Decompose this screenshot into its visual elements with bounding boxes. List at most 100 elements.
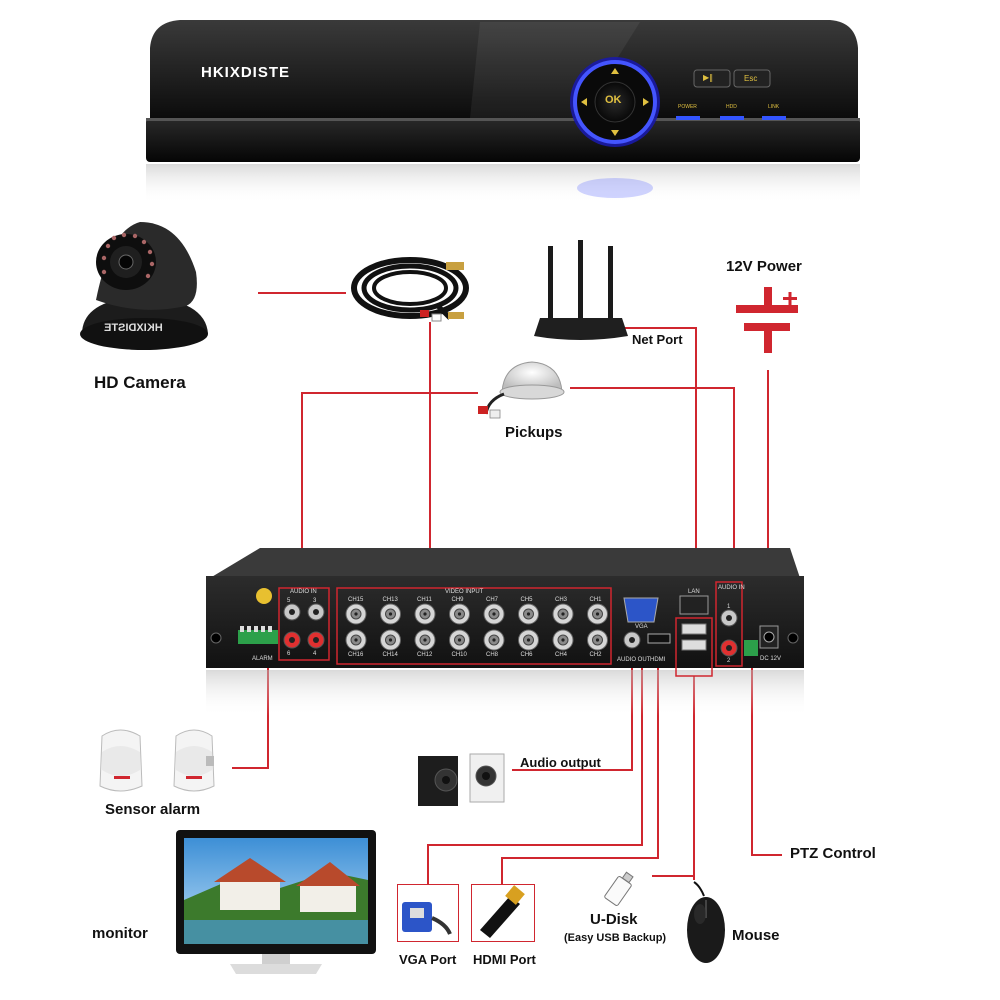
vga-cable-icon (402, 902, 452, 935)
channel-label: CH11 (417, 597, 432, 603)
power-symbol-icon (736, 287, 798, 353)
channel-label: CH16 (348, 652, 364, 658)
audio-right-num: 1 (727, 604, 731, 610)
rear-hdmi-connector (647, 633, 671, 644)
link-led-label: LINK (768, 104, 780, 110)
rear-dc-label: DC 12V (760, 656, 782, 662)
bnc-connector (518, 629, 539, 651)
channel-label: CH15 (348, 597, 364, 603)
audio-left-num: 4 (313, 651, 317, 657)
bnc-connector (483, 629, 505, 651)
bnc-connector (414, 629, 436, 651)
label-net-port: Net Port (632, 332, 683, 347)
bnc-connector (449, 629, 470, 651)
hdd-led-label: HDD (726, 104, 737, 110)
bnc-connector (552, 603, 574, 625)
bnc-connector (587, 629, 608, 651)
label-u-disk-sub: (Easy USB Backup) (564, 932, 667, 944)
hd-camera-icon (80, 222, 208, 350)
label-monitor: monitor (92, 925, 148, 942)
esc-button[interactable] (733, 69, 771, 88)
rear-vga-label: VGA (635, 624, 648, 630)
label-12v-power: 12V Power (726, 258, 802, 275)
play-pause-label: ▶‖ (703, 73, 714, 82)
label-audio-output: Audio output (520, 755, 601, 770)
video-input-group (336, 587, 612, 665)
mouse-icon (687, 881, 725, 963)
pickup-microphone-icon (478, 361, 565, 419)
rear-hdmi-label: HDMI (650, 657, 666, 663)
channel-label: CH5 (520, 597, 533, 603)
label-sensor-alarm: Sensor alarm (105, 801, 201, 818)
bnc-connector (518, 603, 539, 625)
ok-ring-reflection (577, 178, 653, 198)
label-hdmi-port: HDMI Port (473, 952, 536, 967)
speaker-icon (418, 753, 505, 806)
rear-video-input-label: VIDEO INPUT (445, 589, 484, 595)
label-u-disk: U-Disk (590, 911, 638, 928)
rear-dvr-unit (206, 548, 804, 716)
bnc-connector (587, 603, 608, 625)
channel-label: CH12 (417, 652, 433, 658)
camera-brand-logo: HKIXDISTE (104, 322, 163, 334)
hdd-led (720, 116, 744, 120)
router-icon (534, 240, 628, 340)
channel-label: CH7 (486, 597, 499, 603)
play-pause-button[interactable] (693, 69, 731, 88)
rear-audio-in-left-label: AUDIO IN (290, 589, 317, 595)
channel-label: CH13 (382, 597, 398, 603)
bnc-connector (345, 603, 367, 625)
rear-audio-out-connector (623, 631, 641, 649)
bnc-connector (380, 603, 401, 625)
rear-lan-label: LAN (688, 589, 700, 595)
hdmi-cable-icon (480, 885, 525, 938)
channel-label: CH9 (451, 597, 464, 603)
sensor-alarm-icon (99, 729, 215, 792)
channel-label: CH2 (589, 652, 602, 658)
power-led (676, 116, 700, 120)
rear-alarm-label: ALARM (252, 656, 273, 662)
link-led (762, 116, 786, 120)
label-pickups: Pickups (505, 424, 563, 441)
audio-left-num: 3 (313, 598, 317, 604)
channel-label: CH1 (589, 597, 602, 603)
ok-navigation-ring[interactable] (570, 57, 660, 147)
alarm-terminal (238, 588, 278, 644)
channel-label: CH6 (520, 652, 533, 658)
connection-lines (232, 292, 782, 884)
channel-label: CH8 (486, 652, 499, 658)
dc-power-jack (759, 625, 779, 649)
channel-label: CH4 (555, 652, 568, 658)
power-led-label: POWER (678, 104, 697, 110)
monitor-icon (176, 830, 376, 974)
channel-label: CH3 (555, 597, 568, 603)
esc-label: Esc (744, 74, 758, 83)
audio-left-num: 5 (287, 598, 291, 604)
audio-right-num: 2 (727, 658, 731, 664)
audio-in-right-group (715, 581, 743, 667)
ptz-terminal (744, 640, 758, 656)
vga-port-frame (397, 884, 459, 942)
rear-audio-out-label: AUDIO OUT (617, 657, 651, 663)
bnc-connector (552, 629, 574, 651)
label-vga-port: VGA Port (399, 952, 457, 967)
channel-label: CH10 (451, 652, 467, 658)
rear-audio-in-right-label: AUDIO IN (718, 585, 745, 591)
ok-label: OK (605, 94, 622, 106)
bnc-connector (380, 629, 401, 651)
bnc-connectors (345, 603, 608, 651)
bnc-connector (449, 603, 470, 625)
front-brand-logo: HKIXDISTE (201, 64, 291, 81)
front-dvr-unit (146, 20, 860, 204)
label-mouse: Mouse (732, 927, 780, 944)
audio-in-left-group (278, 587, 330, 661)
rear-vga-connector (623, 597, 659, 623)
label-hd-camera: HD Camera (94, 373, 186, 392)
label-ptz-control: PTZ Control (790, 845, 876, 862)
bnc-connector (414, 603, 436, 625)
bnc-cable-icon (351, 257, 469, 322)
bnc-connector (345, 629, 367, 651)
u-disk-icon (604, 871, 634, 906)
audio-left-num: 6 (287, 651, 291, 657)
